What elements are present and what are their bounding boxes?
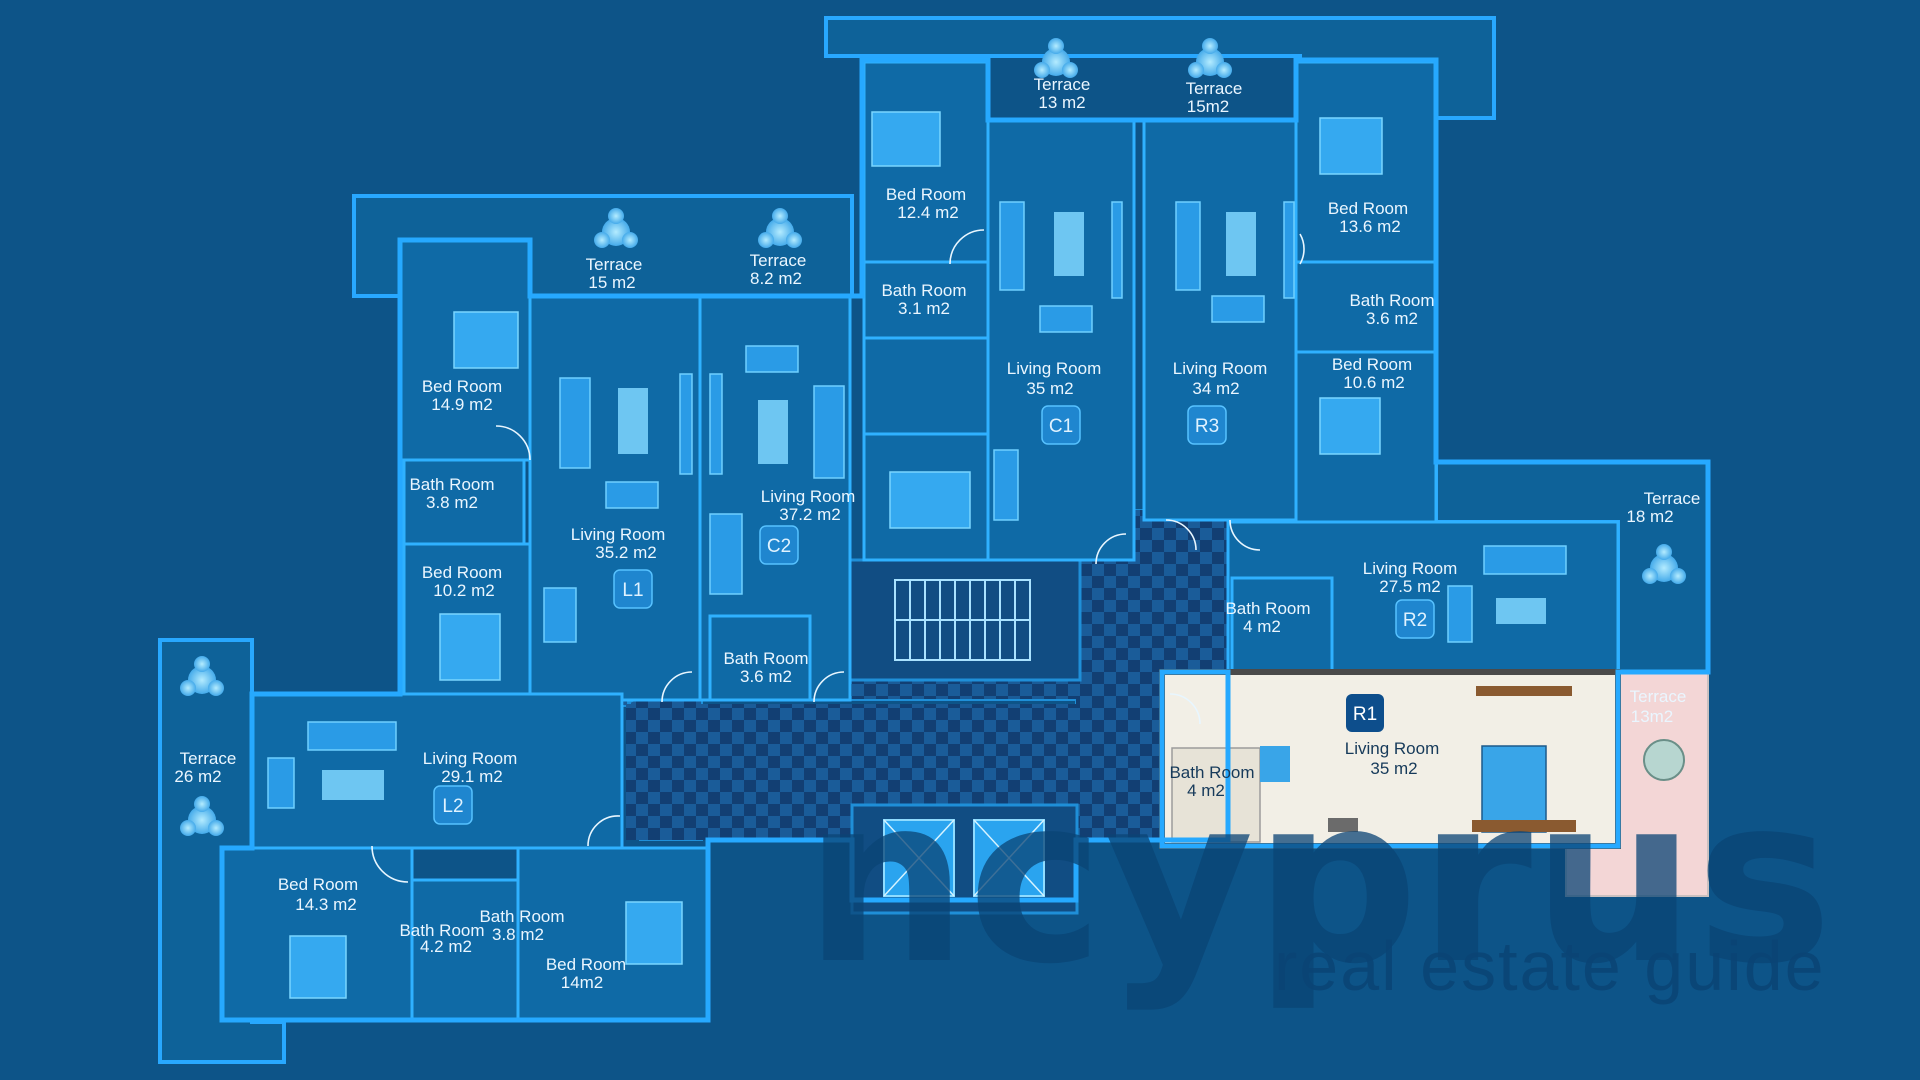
room-area: 4 m2	[1187, 781, 1225, 800]
room-name: Living Room	[1363, 559, 1458, 578]
room-area: 13.6 m2	[1339, 217, 1400, 236]
room-area: 14m2	[561, 973, 604, 992]
unit-tag-r3[interactable]: R3	[1187, 405, 1227, 445]
seating-icon	[1642, 544, 1686, 584]
unit-tag-r1[interactable]: R1	[1346, 694, 1384, 732]
room-name: Living Room	[571, 525, 666, 544]
room-name: Bath Room	[409, 475, 494, 494]
room-name: Bath Room	[1349, 291, 1434, 310]
room-area: 34 m2	[1192, 379, 1239, 398]
room-area: 13 m2	[1038, 93, 1085, 112]
room-area: 27.5 m2	[1379, 577, 1440, 596]
room-area: 4.2 m2	[420, 937, 472, 956]
svg-text:R3: R3	[1195, 416, 1219, 437]
room-area: 37.2 m2	[779, 505, 840, 524]
unit-r3	[1142, 60, 1438, 524]
room-name: Terrace	[586, 255, 643, 274]
room-area: 15 m2	[588, 273, 635, 292]
room-area: 29.1 m2	[441, 767, 502, 786]
unit-r1	[1159, 669, 1685, 849]
room-labels: Terrace 13 m2 Terrace 15m2 Bed Room 12.4…	[174, 75, 1700, 992]
unit-tag-l2[interactable]: L2	[433, 785, 473, 825]
unit-tag-c1[interactable]: C1	[1041, 405, 1081, 445]
room-name: Terrace	[750, 251, 807, 270]
watermark: ncyprus real estate guide	[804, 748, 1833, 1015]
room-area: 15m2	[1187, 97, 1230, 116]
unit-l1	[398, 238, 702, 702]
svg-text:C2: C2	[767, 536, 791, 557]
unit-r2	[1226, 520, 1620, 674]
unit-tags: C1 R3 L1 C2 R2 R1 L2	[433, 405, 1435, 825]
room-name: Bed Room	[546, 955, 626, 974]
watermark-logo: ncyprus	[804, 748, 1833, 1015]
svg-text:L2: L2	[442, 796, 463, 817]
seating-icon	[594, 208, 638, 248]
room-name: Living Room	[423, 749, 518, 768]
room-name: Bath Room	[1169, 763, 1254, 782]
room-area: 12.4 m2	[897, 203, 958, 222]
seating-icon	[1034, 38, 1078, 78]
watermark-tagline: real estate guide	[1274, 927, 1826, 1005]
outer-wall	[219, 57, 1711, 1023]
room-name: Bed Room	[422, 377, 502, 396]
seating-icon	[180, 656, 224, 696]
room-area: 10.2 m2	[433, 581, 494, 600]
room-area: 3.1 m2	[898, 299, 950, 318]
svg-text:L1: L1	[622, 580, 643, 601]
room-name: Bath Room	[399, 921, 484, 940]
doors	[371, 229, 1305, 883]
room-name: Bed Room	[1332, 355, 1412, 374]
room-name: Terrace	[1630, 687, 1687, 706]
room-name: Living Room	[1173, 359, 1268, 378]
svg-text:R1: R1	[1353, 704, 1377, 725]
unit-l2	[220, 692, 710, 1022]
room-area: 3.6 m2	[740, 667, 792, 686]
room-name: Terrace	[180, 749, 237, 768]
room-area: 14.3 m2	[295, 895, 356, 914]
unit-tag-l1[interactable]: L1	[613, 569, 653, 609]
room-area: 35 m2	[1026, 379, 1073, 398]
room-name: Bed Room	[278, 875, 358, 894]
unit-tag-c2[interactable]: C2	[759, 525, 799, 565]
unit-c2	[698, 294, 852, 702]
room-area: 10.6 m2	[1343, 373, 1404, 392]
room-name: Bath Room	[881, 281, 966, 300]
room-name: Bed Room	[422, 563, 502, 582]
room-area: 26 m2	[174, 767, 221, 786]
room-area: 3.8 m2	[426, 493, 478, 512]
room-name: Bath Room	[723, 649, 808, 668]
unit-c1	[862, 60, 1136, 562]
room-name: Bed Room	[1328, 199, 1408, 218]
room-name: Terrace	[1034, 75, 1091, 94]
room-area: 35.2 m2	[595, 543, 656, 562]
seating-icon	[1188, 38, 1232, 78]
room-area: 3.6 m2	[1366, 309, 1418, 328]
room-name: Terrace	[1186, 79, 1243, 98]
room-area: 13m2	[1631, 707, 1674, 726]
room-name: Bath Room	[1225, 599, 1310, 618]
room-area: 14.9 m2	[431, 395, 492, 414]
room-area: 3.8 m2	[492, 925, 544, 944]
room-name: Bath Room	[479, 907, 564, 926]
seating-icon	[180, 796, 224, 836]
unit-tag-r2[interactable]: R2	[1395, 599, 1435, 639]
terrace-seating-icons	[180, 38, 1686, 836]
room-name: Living Room	[1345, 739, 1440, 758]
svg-text:R2: R2	[1403, 610, 1427, 631]
room-area: 4 m2	[1243, 617, 1281, 636]
room-name: Living Room	[1007, 359, 1102, 378]
svg-text:C1: C1	[1049, 416, 1073, 437]
room-name: Living Room	[761, 487, 856, 506]
seating-icon	[758, 208, 802, 248]
room-area: 35 m2	[1370, 759, 1417, 778]
room-area: 8.2 m2	[750, 269, 802, 288]
room-name: Bed Room	[886, 185, 966, 204]
room-area: 18 m2	[1626, 507, 1673, 526]
room-name: Terrace	[1644, 489, 1701, 508]
